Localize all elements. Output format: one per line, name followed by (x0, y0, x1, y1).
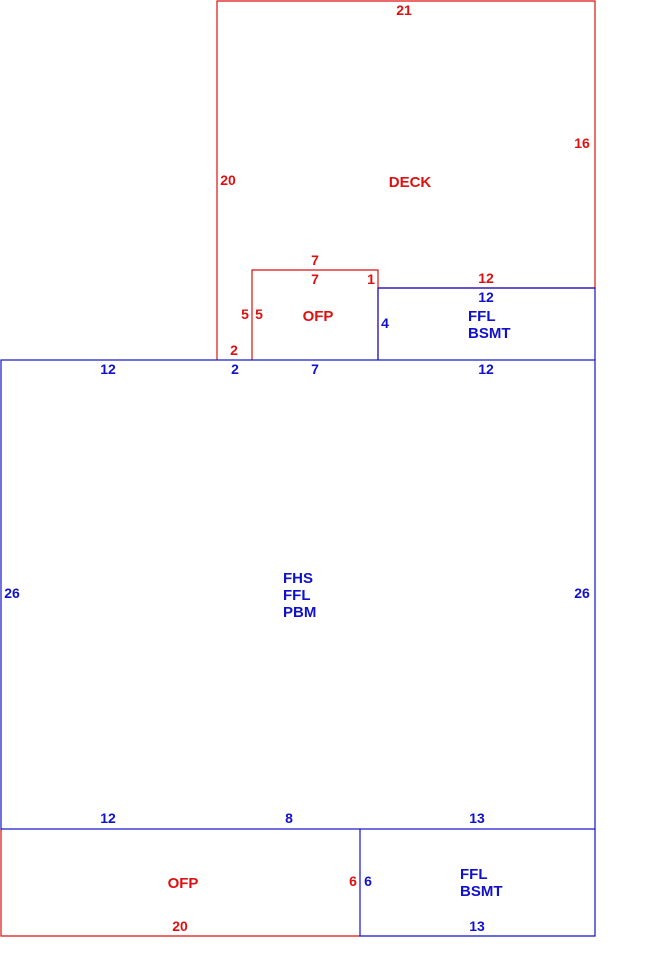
lower-bsmt-annotations: 6 FFL BSMT 13 (364, 866, 502, 934)
deck-dim-bottom-left: 2 (230, 342, 238, 358)
main-dim-bottom-1: 12 (100, 810, 116, 826)
blue-outlines (0, 287, 596, 937)
upper-bsmt-annotations: 12 4 FFL BSMT (381, 289, 510, 342)
deck-annotations: 21 20 16 DECK 2 12 (220, 2, 590, 358)
lower-bsmt-dim-left: 6 (364, 873, 372, 889)
main-dim-left: 26 (4, 585, 20, 601)
upper-porch-dim-right-top: 1 (367, 271, 375, 287)
main-dim-bottom-3: 13 (469, 810, 485, 826)
upper-porch-dim-left-inner: 5 (255, 306, 263, 322)
main-dim-top-4: 12 (478, 361, 494, 377)
upper-porch-dim-left-outer: 5 (241, 306, 249, 322)
main-label-2: FFL (283, 587, 311, 604)
upper-bsmt-label-1: FFL (468, 308, 496, 325)
lower-porch-label: OFP (168, 875, 199, 892)
upper-bsmt-dim-top: 12 (478, 289, 494, 305)
upper-bsmt-label-2: BSMT (468, 325, 511, 342)
main-dim-top-2: 2 (231, 361, 239, 377)
main-dim-top-1: 12 (100, 361, 116, 377)
lower-bsmt-label-2: BSMT (460, 883, 503, 900)
deck-dim-bottom-right: 12 (478, 270, 494, 286)
deck-dim-top: 21 (396, 2, 412, 18)
lower-porch-dim-bottom: 20 (172, 918, 188, 934)
main-dim-bottom-2: 8 (285, 810, 293, 826)
upper-porch-annotations: 7 7 1 5 5 OFP (241, 252, 375, 325)
deck-dim-right: 16 (574, 135, 590, 151)
deck-label: DECK (389, 174, 432, 191)
lower-porch-dim-right: 6 (349, 873, 357, 889)
main-dim-top-3: 7 (311, 361, 319, 377)
upper-porch-dim-top-outer: 7 (311, 252, 319, 268)
main-label-1: FHS (283, 570, 313, 587)
main-label-3: PBM (283, 604, 316, 621)
upper-bsmt-dim-left: 4 (381, 315, 389, 331)
upper-porch-dim-top-inner: 7 (311, 271, 319, 287)
upper-porch-label: OFP (303, 308, 334, 325)
main-house-outline (0, 359, 596, 830)
deck-dim-left: 20 (220, 172, 236, 188)
red-outlines (0, 0, 596, 937)
lower-porch-outline (0, 829, 360, 937)
lower-bsmt-label-1: FFL (460, 866, 488, 883)
lower-bsmt-dim-bottom: 13 (469, 918, 485, 934)
lower-porch-annotations: OFP 6 20 (168, 873, 358, 934)
main-house-annotations: 12 2 7 12 26 26 FHS FFL PBM 12 8 13 (4, 361, 590, 826)
lower-bsmt-outline (359, 829, 596, 937)
upper-bsmt-outline (377, 287, 596, 360)
main-dim-right: 26 (574, 585, 590, 601)
